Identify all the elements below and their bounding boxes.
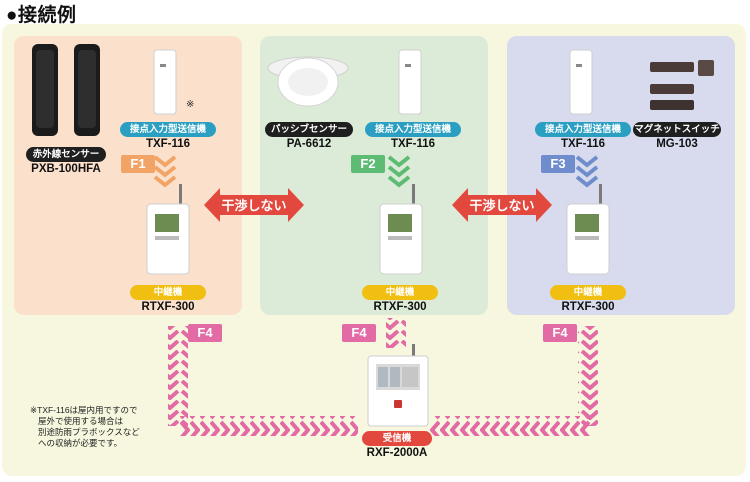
f4-path-right-vertical: [578, 326, 598, 426]
note-line-2: 屋外で使用する場合は: [38, 416, 124, 426]
ir-sensor-tag: 赤外線センサー: [26, 147, 106, 162]
frequency-f1-badge: F1: [121, 155, 155, 173]
passive-sensor-tag: パッシブセンサー: [265, 122, 353, 137]
note-line-3: 別途防雨プラボックスなど: [38, 427, 140, 437]
interference-arrow-right: [452, 188, 552, 222]
ir-sensor-image: [32, 44, 100, 136]
note-line-4: への収納が必要です。: [38, 438, 123, 448]
f2-signal-chevrons: [387, 155, 411, 188]
transmitter-1-model: TXF-116: [145, 138, 191, 150]
frequency-f4-badge-right: F4: [543, 324, 577, 342]
repeater-1-image: [146, 184, 190, 275]
receiver-model: RXF-2000A: [366, 447, 428, 459]
repeater-2-image: [379, 184, 423, 275]
ir-sensor-model: PXB-100HFA: [31, 163, 101, 175]
indoor-use-note: ※TXF-116は屋内用ですので 屋外で使用する場合は 別途防雨プラボックスなど…: [30, 405, 150, 449]
passive-sensor-model: PA-6612: [286, 138, 332, 150]
transmitter-1-image: [153, 49, 177, 115]
transmitter-3-tag: 接点入力型送信機: [535, 122, 631, 137]
frequency-f2-badge: F2: [351, 155, 385, 173]
interference-arrow-left: [204, 188, 304, 222]
magnet-switch-model: MG-103: [656, 138, 698, 150]
repeater-2-tag: 中継機: [362, 285, 438, 300]
transmitter-3-model: TXF-116: [560, 138, 606, 150]
repeater-1-tag: 中継機: [130, 285, 206, 300]
frequency-f4-badge-center: F4: [342, 324, 376, 342]
f1-signal-chevrons: [153, 155, 177, 188]
passive-sensor-image: [267, 56, 349, 107]
note-line-1: ※TXF-116は屋内用ですので: [30, 405, 138, 415]
f4-path-left-horizontal: [180, 416, 358, 436]
receiver-tag: 受信機: [362, 431, 432, 446]
magnet-switch-tag: マグネットスイッチ: [633, 122, 721, 137]
transmitter-3-image: [569, 49, 593, 115]
transmitter-2-tag: 接点入力型送信機: [365, 122, 461, 137]
zone-panel-3: [507, 36, 735, 315]
f4-path-right-horizontal: [430, 416, 590, 436]
repeater-3-tag: 中継機: [550, 285, 626, 300]
f4-path-left-vertical: [168, 326, 188, 426]
frequency-f4-badge-left: F4: [188, 324, 222, 342]
frequency-f3-badge: F3: [541, 155, 575, 173]
interference-label-left: 干渉しない: [221, 198, 287, 213]
repeater-2-model: RTXF-300: [373, 301, 427, 313]
transmitter-2-image: [398, 49, 422, 115]
repeater-3-model: RTXF-300: [561, 301, 615, 313]
repeater-1-model: RTXF-300: [141, 301, 195, 313]
magnet-switch-image: [650, 60, 714, 110]
page-title: ●接続例: [6, 5, 77, 26]
f3-signal-chevrons: [575, 155, 599, 188]
indoor-note-mark: ※: [186, 99, 195, 110]
transmitter-1-tag: 接点入力型送信機: [120, 122, 216, 137]
interference-label-right: 干渉しない: [469, 198, 535, 213]
repeater-3-image: [566, 184, 610, 275]
receiver-image: [367, 344, 429, 427]
f4-path-center-vertical: [386, 318, 406, 348]
transmitter-2-model: TXF-116: [390, 138, 436, 150]
